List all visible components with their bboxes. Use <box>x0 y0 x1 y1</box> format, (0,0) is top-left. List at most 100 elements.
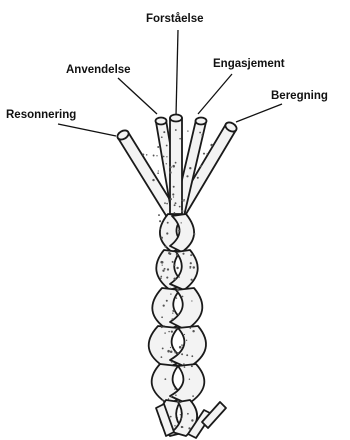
rope-speck <box>182 296 184 298</box>
rope-speck <box>168 331 169 332</box>
rope-speck <box>190 327 192 329</box>
rope-speck <box>181 344 183 346</box>
rope-speck <box>174 264 176 266</box>
rope-speck <box>180 401 182 403</box>
strand-end-engasjement <box>196 118 207 125</box>
rope-speck <box>191 300 192 301</box>
rope-speck <box>176 254 178 256</box>
rope-speck <box>188 427 190 429</box>
rope-speck <box>159 220 161 222</box>
rope-speck <box>158 170 159 171</box>
label-resonnering: Resonnering <box>6 109 76 121</box>
rope-speck <box>181 200 182 201</box>
rope-speck <box>172 312 173 313</box>
rope-speck <box>153 155 155 157</box>
rope-speck <box>178 314 179 315</box>
rope-speck <box>180 418 182 420</box>
rope-speck <box>178 230 180 232</box>
rope-speck <box>162 264 163 265</box>
rope-speck <box>174 352 176 354</box>
rope-speck <box>166 203 168 205</box>
rope-speck <box>193 266 195 268</box>
rope-speck <box>164 268 166 270</box>
rope-speck <box>179 346 182 349</box>
leader-engasjement <box>198 74 232 114</box>
rope-speck <box>207 153 209 155</box>
rope-speck <box>167 350 170 353</box>
rope-speck <box>200 165 202 167</box>
rope-speck <box>174 204 176 206</box>
rope-speck <box>193 233 195 235</box>
rope-speck <box>181 222 182 223</box>
rope-speck <box>176 328 177 329</box>
leader-resonnering <box>58 124 116 136</box>
rope-speck <box>171 330 173 332</box>
rope-speck <box>201 134 203 136</box>
rope-speck <box>172 310 174 312</box>
rope-speck <box>161 356 163 358</box>
rope-speck <box>180 414 181 415</box>
rope-speck <box>184 366 186 368</box>
rope-speck <box>169 253 171 255</box>
label-anvendelse: Anvendelse <box>66 64 131 76</box>
rope-speck <box>156 155 157 156</box>
rope-speck <box>158 214 160 216</box>
rope-speck <box>192 395 194 397</box>
rope-speck <box>166 277 168 279</box>
rope-speck <box>177 289 180 292</box>
rope-speck <box>170 198 172 200</box>
label-forstaelse: Forståelse <box>146 13 204 25</box>
leader-forstaelse <box>176 30 178 116</box>
rope-speck <box>197 177 199 179</box>
rope-speck <box>175 162 177 164</box>
rope-speck <box>163 305 165 307</box>
rope-speck <box>174 278 176 280</box>
rope-speck <box>176 297 177 298</box>
rope-speck <box>189 379 190 380</box>
rope-speck <box>169 171 172 174</box>
rope-speck <box>190 267 191 268</box>
rope-speck <box>163 156 165 158</box>
rope-speck <box>170 347 171 348</box>
rope-speck <box>171 318 173 320</box>
rope-speck <box>181 353 183 355</box>
rope-speck <box>161 326 163 328</box>
rope-speck <box>191 355 193 357</box>
rope-speck <box>186 354 188 356</box>
rope-speck <box>166 163 167 164</box>
rope-speck <box>174 212 176 214</box>
rope-speck <box>171 396 173 398</box>
rope-speck <box>181 210 183 212</box>
rope-speck <box>161 136 163 138</box>
rope-speck <box>172 261 174 263</box>
rope-speck <box>142 154 144 156</box>
rope-speck <box>182 253 184 255</box>
rope-speck <box>161 316 163 318</box>
rope-speck <box>191 279 193 281</box>
leader-anvendelse <box>118 78 157 114</box>
rope-speck <box>174 389 175 390</box>
rope-speck <box>165 378 167 380</box>
rope-speck <box>190 254 192 256</box>
rope-speck <box>159 229 160 230</box>
rope-speck <box>164 332 165 333</box>
rope-speck <box>182 426 183 427</box>
rope-speck <box>191 365 193 367</box>
rope-speck <box>177 417 178 418</box>
rope-speck <box>167 268 169 270</box>
rope-speck <box>203 153 205 155</box>
rope-speck <box>146 154 147 155</box>
rope-speck <box>171 361 173 363</box>
rope-speck <box>166 156 167 157</box>
rope-speck <box>172 193 174 195</box>
rope-speck <box>175 202 177 204</box>
rope-speck <box>157 172 159 174</box>
rope-speck <box>187 413 189 415</box>
rope-speck <box>166 300 168 302</box>
rope-speck <box>187 130 188 131</box>
leader-beregning <box>236 104 282 122</box>
rope-speck <box>175 394 177 396</box>
rope-speck <box>173 196 174 197</box>
rope-speck <box>210 144 213 147</box>
rope-speck <box>164 202 166 204</box>
